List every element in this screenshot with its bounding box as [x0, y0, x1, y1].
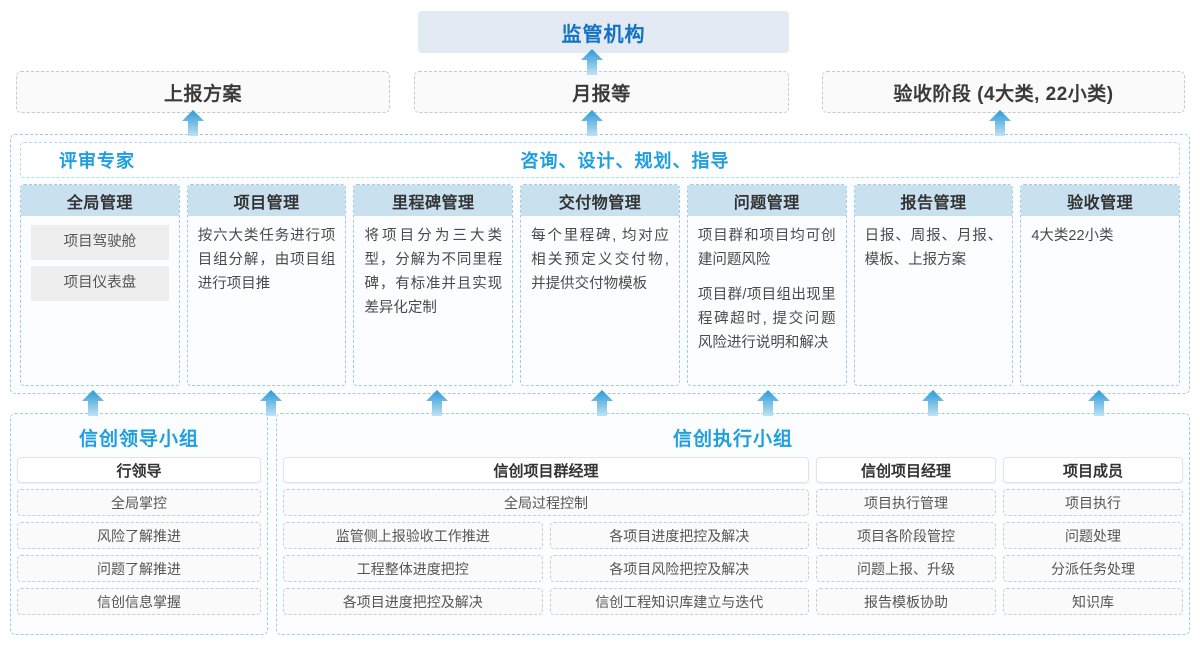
team-task-cell[interactable]: 项目执行 [1003, 489, 1183, 516]
team-task-cell[interactable]: 项目执行管理 [816, 489, 996, 516]
management-column-body: 日报、周报、月报、模板、上报方案 [855, 216, 1013, 385]
team-task-cell[interactable]: 项目各阶段管控 [816, 522, 996, 549]
management-column-title: 交付物管理 [521, 185, 679, 216]
arrow-up-icon [591, 390, 613, 416]
team-task-cell[interactable]: 各项目风险把控及解决 [549, 555, 809, 582]
team-task-cell[interactable]: 信创工程知识库建立与迭代 [549, 588, 809, 615]
team-task-cell[interactable]: 问题处理 [1003, 522, 1183, 549]
management-paragraph: 每个里程碑, 均对应相关预定义交付物, 并提供交付物模板 [531, 228, 669, 292]
management-column: 报告管理日报、周报、月报、模板、上报方案 [853, 184, 1014, 386]
management-column-title: 验收管理 [1021, 185, 1180, 216]
report-box-plan: 上报方案 [16, 71, 390, 113]
management-column: 里程碑管理将项目分为三大类型，分解为不同里程碑，有标准并且实现差异化定制 [353, 184, 514, 386]
execution-group-title: 信创执行小组 [672, 429, 793, 450]
management-column-title: 里程碑管理 [354, 185, 513, 216]
team-task-cell[interactable]: 各项目进度把控及解决 [549, 522, 809, 549]
arrow-up-icon [1088, 390, 1110, 416]
regulator-label: 监管机构 [561, 23, 646, 46]
management-column-body: 每个里程碑, 均对应相关预定义交付物, 并提供交付物模板 [521, 216, 679, 385]
cell-global-process-control: 全局过程控制 [283, 489, 809, 516]
management-chip[interactable]: 项目仪表盘 [31, 266, 169, 301]
management-paragraph: 按六大类任务进行项目组分解，由项目组进行项目推 [197, 228, 336, 292]
report-box-monthly: 月报等 [414, 71, 789, 113]
project-member-cells: 项目执行问题处理分派任务处理知识库 [1003, 489, 1183, 628]
management-paragraph: 项目群/项目组出现里程碑超时, 提交问题风险进行说明和解决 [697, 286, 836, 351]
leadership-group: 信创领导小组 行领导 全局掌控风险了解推进问题了解推进信创信息掌握 [10, 413, 268, 635]
team-task-cell[interactable]: 分派任务处理 [1003, 555, 1183, 582]
team-task-cell[interactable]: 监管侧上报验收工作推进 [283, 522, 543, 549]
program-manager-left-cells: 监管侧上报验收工作推进工程整体进度把控各项目进度把控及解决 [283, 522, 543, 628]
management-column-body: 项目群和项目均可创建问题风险项目群/项目组出现里程碑超时, 提交问题风险进行说明… [688, 216, 846, 385]
arrow-up-icon [922, 390, 944, 416]
arrow-up-icon [581, 110, 603, 136]
team-task-cell[interactable]: 各项目进度把控及解决 [283, 588, 543, 615]
management-column-body: 将项目分为三大类型，分解为不同里程碑，有标准并且实现差异化定制 [354, 216, 512, 385]
team-task-cell[interactable]: 全局掌控 [17, 489, 261, 516]
role-consulting: 咨询、设计、规划、指导 [520, 151, 730, 171]
lane-bank-leader: 行领导 全局掌控风险了解推进问题了解推进信创信息掌握 [17, 457, 261, 628]
execution-group: 信创执行小组 信创项目群经理 全局过程控制 监管侧上报验收工作推进工程整体进度把… [276, 413, 1190, 635]
arrow-up-icon [260, 390, 282, 416]
management-column-body: 按六大类任务进行项目组分解，由项目组进行项目推 [188, 216, 346, 385]
management-column-body: 项目驾驶舱项目仪表盘 [21, 216, 179, 385]
management-paragraph: 将项目分为三大类型，分解为不同里程碑，有标准并且实现差异化定制 [364, 228, 503, 316]
regulator-box: 监管机构 [418, 11, 789, 53]
management-column: 项目管理按六大类任务进行项目组分解，由项目组进行项目推 [186, 184, 347, 386]
team-task-cell[interactable]: 知识库 [1003, 588, 1183, 615]
team-task-cell[interactable]: 风险了解推进 [17, 522, 261, 549]
management-column-title: 全局管理 [21, 185, 179, 216]
management-columns: 全局管理项目驾驶舱项目仪表盘项目管理按六大类任务进行项目组分解，由项目组进行项目… [16, 184, 1184, 386]
arrow-up-icon [989, 110, 1011, 136]
report-box-plan-label: 上报方案 [163, 83, 242, 105]
lane-project-member: 项目成员 项目执行问题处理分派任务处理知识库 [1003, 457, 1183, 628]
management-column: 交付物管理每个里程碑, 均对应相关预定义交付物, 并提供交付物模板 [520, 184, 680, 386]
report-box-monthly-label: 月报等 [572, 83, 631, 105]
project-manager-cells: 项目执行管理项目各阶段管控问题上报、升级报告模板协助 [816, 489, 996, 628]
leadership-group-title: 信创领导小组 [78, 429, 199, 450]
team-layer: 信创领导小组 行领导 全局掌控风险了解推进问题了解推进信创信息掌握 信创执行小组… [10, 413, 1190, 635]
execution-lanes: 信创项目群经理 全局过程控制 监管侧上报验收工作推进工程整体进度把控各项目进度把… [283, 457, 1183, 628]
management-column-body: 4大类22小类 [1021, 216, 1179, 385]
report-box-acceptance: 验收阶段 (4大类, 22小类) [822, 71, 1185, 113]
role-band: 评审专家 咨询、设计、规划、指导 [20, 142, 1180, 178]
lane-program-manager: 信创项目群经理 全局过程控制 监管侧上报验收工作推进工程整体进度把控各项目进度把… [283, 457, 809, 628]
management-column-title: 问题管理 [687, 185, 846, 216]
lane-project-manager: 信创项目经理 项目执行管理项目各阶段管控问题上报、升级报告模板协助 [816, 457, 996, 628]
team-task-cell[interactable]: 问题上报、升级 [816, 555, 996, 582]
lane-cells-bank-leader: 全局掌控风险了解推进问题了解推进信创信息掌握 [17, 489, 261, 628]
team-task-cell[interactable]: 信创信息掌握 [17, 588, 261, 615]
management-column-title: 项目管理 [187, 185, 346, 216]
arrow-up-icon [581, 49, 603, 75]
management-column: 全局管理项目驾驶舱项目仪表盘 [20, 184, 180, 386]
management-paragraph: 日报、周报、月报、模板、上报方案 [864, 228, 1003, 268]
team-task-cell[interactable]: 工程整体进度把控 [283, 555, 543, 582]
management-paragraph: 项目群和项目均可创建问题风险 [697, 228, 836, 268]
arrow-up-icon [426, 390, 448, 416]
lane-head-project-member: 项目成员 [1003, 457, 1183, 483]
management-paragraph: 4大类22小类 [1031, 228, 1114, 244]
role-review-expert: 评审专家 [59, 151, 135, 171]
management-column: 问题管理项目群和项目均可创建问题风险项目群/项目组出现里程碑超时, 提交问题风险… [686, 184, 847, 386]
management-column: 验收管理 4大类22小类 [1020, 184, 1181, 386]
program-manager-subcolumns: 监管侧上报验收工作推进工程整体进度把控各项目进度把控及解决 各项目进度把控及解决… [283, 522, 809, 628]
management-layer: 评审专家 咨询、设计、规划、指导 全局管理项目驾驶舱项目仪表盘项目管理按六大类任… [10, 134, 1190, 394]
management-chip[interactable]: 项目驾驶舱 [31, 225, 169, 260]
lane-head-program-manager: 信创项目群经理 [283, 457, 809, 483]
lane-head-bank-leader: 行领导 [17, 457, 261, 483]
arrow-up-icon [182, 110, 204, 136]
arrow-up-icon [82, 390, 104, 416]
arrow-up-icon [757, 390, 779, 416]
team-task-cell[interactable]: 报告模板协助 [816, 588, 996, 615]
lane-head-project-manager: 信创项目经理 [816, 457, 996, 483]
management-column-title: 报告管理 [854, 185, 1013, 216]
program-manager-right-cells: 各项目进度把控及解决各项目风险把控及解决信创工程知识库建立与迭代 [549, 522, 809, 628]
report-box-acceptance-label: 验收阶段 (4大类, 22小类) [893, 83, 1114, 105]
team-task-cell[interactable]: 问题了解推进 [17, 555, 261, 582]
